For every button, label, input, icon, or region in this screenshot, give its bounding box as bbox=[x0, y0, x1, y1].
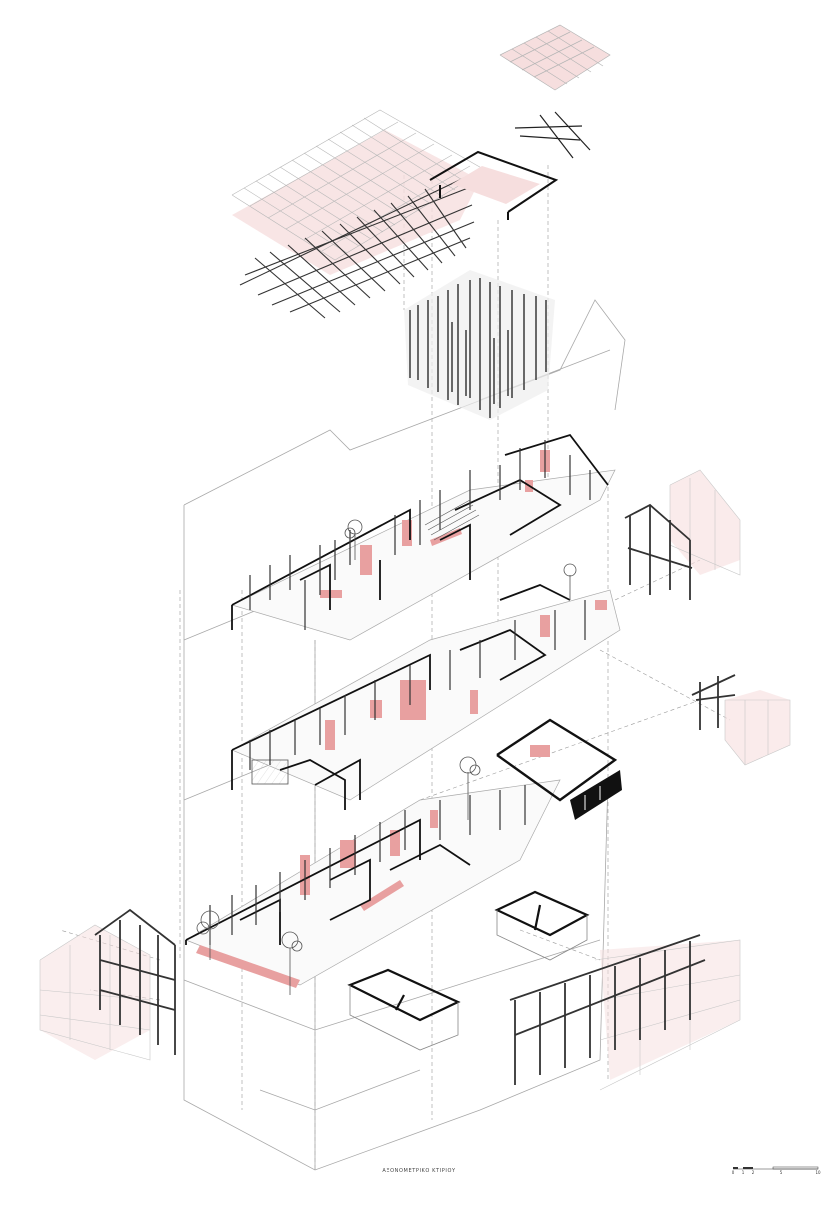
upper-stair bbox=[424, 499, 480, 541]
scale-label-1: 1 bbox=[741, 1170, 745, 1175]
floor-plate-middle bbox=[231, 584, 621, 810]
side-volume-dark bbox=[496, 718, 622, 820]
tree-3 bbox=[344, 519, 363, 560]
scale-bar-graphic bbox=[733, 1166, 819, 1170]
tree-5 bbox=[563, 563, 577, 600]
box-volume-1 bbox=[494, 890, 590, 961]
trees bbox=[196, 519, 577, 995]
column-cluster bbox=[404, 270, 555, 420]
roof-beams-small bbox=[514, 111, 591, 159]
roof-opening-frame bbox=[429, 150, 559, 220]
box-volume-2 bbox=[347, 968, 461, 1051]
tree-4 bbox=[459, 756, 481, 820]
scale-label-5: 5 bbox=[779, 1170, 783, 1175]
floor-plate-ground bbox=[185, 779, 561, 988]
scale-label-2: 2 bbox=[751, 1170, 755, 1175]
facade-left-frame bbox=[94, 908, 176, 1055]
tree-2 bbox=[281, 931, 303, 995]
roof-grid-main bbox=[231, 109, 486, 319]
drawing-caption: ΑΞΟΝΟΜΕΤΡΙΚΟ ΚΤΙΡΙΟΥ bbox=[382, 1168, 456, 1174]
roof-opening-tint bbox=[452, 166, 540, 204]
facade-left bbox=[39, 908, 176, 1061]
facade-right-bottom bbox=[509, 934, 741, 1091]
facade-right-top bbox=[624, 469, 741, 600]
roof-grid-small bbox=[499, 24, 611, 159]
facade-right-mid bbox=[691, 674, 791, 766]
tree-1 bbox=[196, 910, 220, 960]
scale-label-0: 0 bbox=[731, 1170, 735, 1175]
scale-bar: 0 1 2 5 10 bbox=[731, 1160, 823, 1180]
middle-floor-accent bbox=[325, 600, 607, 750]
roof-beams-main bbox=[239, 174, 475, 319]
scale-label-10: 10 bbox=[815, 1170, 821, 1175]
floor-plate-upper bbox=[231, 433, 616, 641]
